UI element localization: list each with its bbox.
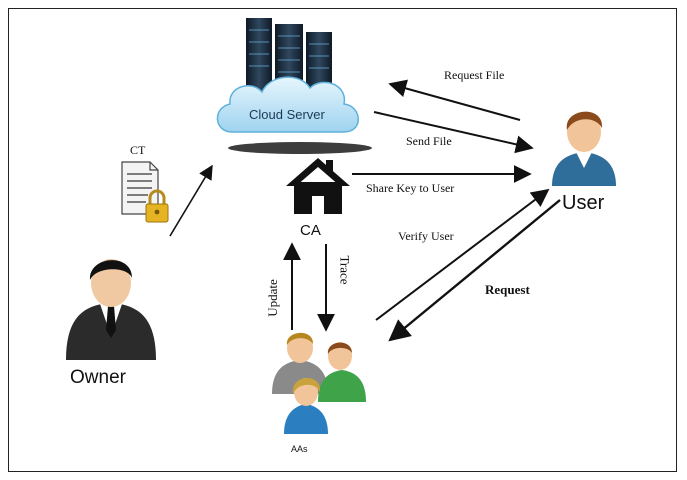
share-key-label: Share Key to User: [366, 181, 455, 195]
arrow-send-file: [373, 111, 534, 154]
user-label: User: [562, 192, 605, 214]
user-person-icon: [552, 111, 616, 186]
cloud-server-label: Cloud Server: [249, 107, 325, 122]
request-label: Request: [485, 282, 530, 297]
verify-user-label: Verify User: [398, 229, 454, 243]
ca-house-icon: [286, 158, 350, 214]
aas-group-icon: [272, 332, 366, 434]
owner-label: Owner: [70, 367, 126, 388]
send-file-label: Send File: [406, 134, 452, 148]
arrow-request: [388, 199, 561, 342]
ct-document-lock-icon: [121, 161, 169, 223]
arrow-verify-user: [375, 188, 550, 321]
arrow-owner-to-cloud: [169, 164, 213, 237]
ct-label: CT: [130, 143, 146, 157]
ca-label: CA: [300, 222, 321, 239]
owner-person-icon: [66, 259, 156, 360]
update-label: Update: [264, 279, 280, 317]
trace-label: Trace: [337, 255, 353, 285]
aas-label: AAs: [291, 444, 308, 454]
request-file-label: Request File: [444, 68, 505, 82]
arrow-request-file: [388, 79, 521, 121]
cloud-server-icon: [216, 18, 372, 154]
